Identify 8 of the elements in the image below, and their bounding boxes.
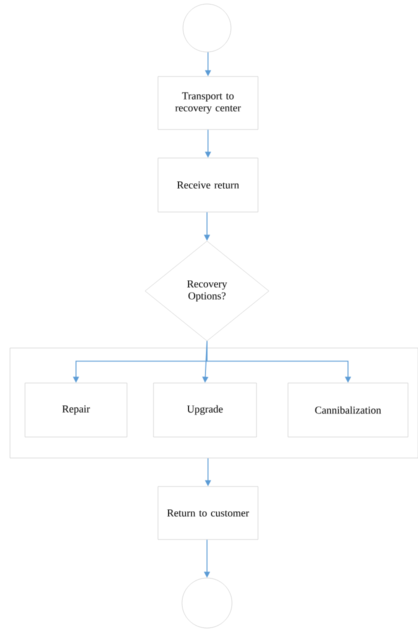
terminal-circle (182, 4, 232, 52)
process-box: Repair (24, 382, 128, 438)
process-box: Cannibalization (288, 382, 408, 438)
process-box: Transport to recovery center (158, 76, 258, 130)
process-box: Receive return (158, 158, 258, 212)
process-box: Return to customer (158, 486, 258, 540)
process-box: Upgrade (153, 382, 257, 438)
terminal-circle (182, 578, 232, 628)
